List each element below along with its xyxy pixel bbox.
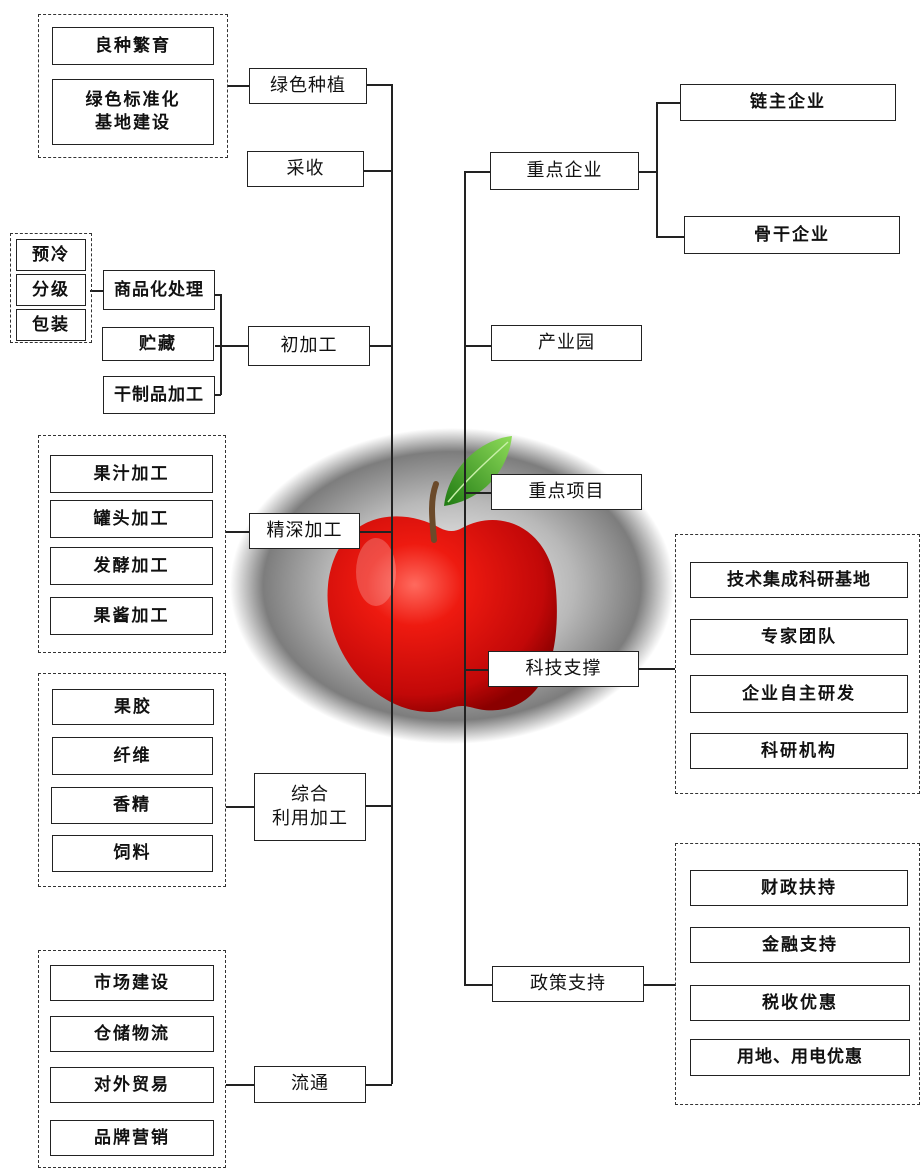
category-primary-processing: 初加工 — [248, 326, 370, 366]
item-dried-product-processing: 干制品加工 — [103, 376, 215, 414]
item-land-electricity-incentives: 用地、用电优惠 — [690, 1039, 910, 1076]
item-green-standard-base: 绿色标准化 基地建设 — [52, 79, 214, 145]
category-comprehensive-use: 综合 利用加工 — [254, 773, 366, 841]
item-flavor-essence: 香精 — [51, 787, 213, 824]
item-foreign-trade: 对外贸易 — [50, 1067, 214, 1103]
item-storage: 贮藏 — [102, 327, 214, 361]
category-green-planting: 绿色种植 — [249, 68, 367, 104]
item-seed-breeding: 良种繁育 — [52, 27, 214, 65]
sub-item-precooling: 预冷 — [16, 239, 86, 271]
item-tax-incentives: 税收优惠 — [690, 985, 910, 1021]
item-market-construction: 市场建设 — [50, 965, 214, 1001]
item-chain-leader-enterprise: 链主企业 — [680, 84, 896, 121]
item-brand-marketing: 品牌营销 — [50, 1120, 214, 1156]
item-feed: 饲料 — [52, 835, 213, 872]
item-fiscal-support: 财政扶持 — [690, 870, 908, 906]
item-pectin: 果胶 — [52, 689, 214, 725]
item-commercial-treatment: 商品化处理 — [103, 270, 215, 310]
sub-item-grading: 分级 — [16, 274, 86, 306]
category-key-projects: 重点项目 — [491, 474, 642, 510]
item-backbone-enterprise: 骨干企业 — [684, 216, 900, 254]
group-commercial-treatment — [10, 233, 92, 343]
category-industrial-park: 产业园 — [491, 325, 642, 361]
category-circulation: 流通 — [254, 1066, 366, 1103]
item-research-institutions: 科研机构 — [690, 733, 908, 769]
sub-item-packaging: 包装 — [16, 309, 86, 341]
item-fiber: 纤维 — [52, 737, 213, 775]
item-jam-processing: 果酱加工 — [50, 597, 213, 635]
category-key-enterprises: 重点企业 — [490, 152, 639, 190]
item-financial-support: 金融支持 — [690, 927, 910, 963]
group-deep-processing — [38, 435, 226, 653]
category-harvest: 采收 — [247, 151, 364, 187]
category-deep-processing: 精深加工 — [249, 513, 360, 549]
item-warehousing-logistics: 仓储物流 — [50, 1016, 214, 1052]
category-tech-support: 科技支撑 — [488, 651, 639, 687]
category-policy-support: 政策支持 — [492, 966, 644, 1002]
group-comprehensive-use — [38, 673, 226, 887]
item-enterprise-rd: 企业自主研发 — [690, 675, 908, 713]
group-green-planting — [38, 14, 228, 158]
group-circulation — [38, 950, 226, 1168]
item-expert-team: 专家团队 — [690, 619, 908, 655]
item-fermentation: 发酵加工 — [50, 547, 213, 585]
item-canning: 罐头加工 — [50, 500, 213, 538]
item-juice-processing: 果汁加工 — [50, 455, 213, 493]
item-tech-research-base: 技术集成科研基地 — [690, 562, 908, 598]
